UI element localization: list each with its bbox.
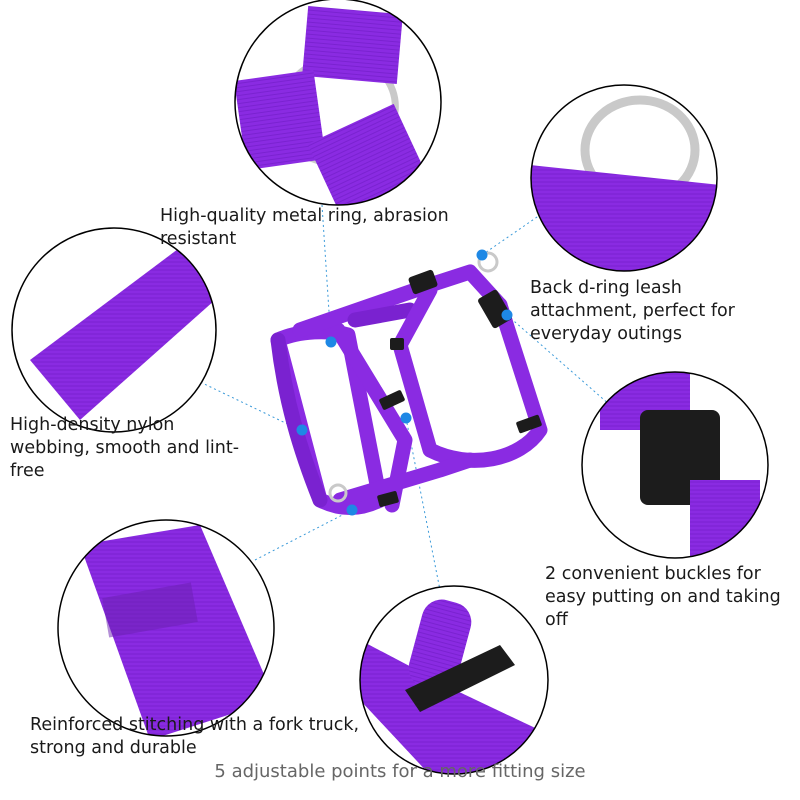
feature-metal-ring: High-quality metal ring, abrasion resist…: [160, 206, 449, 249]
callout-lines: [195, 204, 611, 591]
detail-circle-metal-ring: [234, 0, 442, 206]
detail-circle-back-d-ring: [530, 84, 718, 272]
detail-circle-slider: [359, 585, 549, 775]
feature-nylon-webbing: High-density nylon webbing, smooth and l…: [10, 415, 240, 481]
harness-illustration: [270, 251, 548, 515]
detail-circle-stitching: [57, 519, 275, 737]
detail-circle-nylon-webbing: [11, 227, 217, 433]
footer-caption: 5 adjustable points for a more fitting s…: [214, 761, 586, 782]
detail-circle-buckle: [581, 371, 769, 559]
feature-back-d-ring: Back d-ring leash attachment, perfect fo…: [530, 278, 735, 344]
callout-dots: [296, 249, 513, 516]
feature-buckles: 2 convenient buckles for easy putting on…: [545, 564, 781, 630]
feature-stitching: Reinforced stitching with a fork truck, …: [30, 715, 360, 758]
